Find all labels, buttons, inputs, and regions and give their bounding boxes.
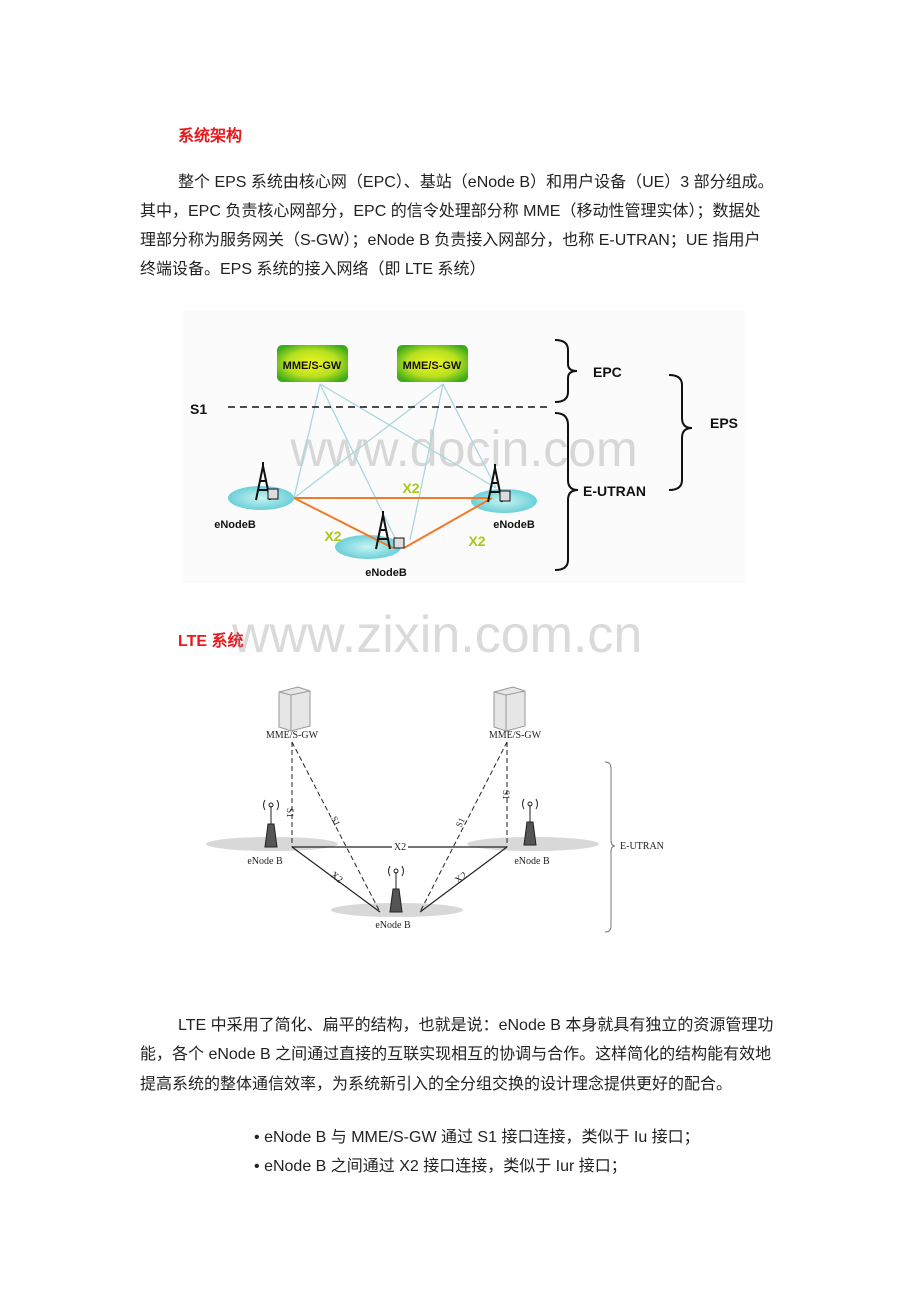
list-item-text: eNode B 之间通过 X2 接口连接，类似于 Iur 接口；: [264, 1158, 627, 1175]
list-item-text: eNode B 与 MME/S-GW 通过 S1 接口连接，类似于 Iu 接口；: [264, 1129, 700, 1146]
tower-icon: [255, 462, 279, 501]
s1-links: [293, 383, 497, 541]
paragraph-line: LTE 中采用了简化、扁平的结构，也就是说：eNode B 本身就具有独立的资源…: [178, 1017, 774, 1034]
paragraph-line: 其中，EPC 负责核心网部分，EPC 的信令处理部分称 MME（移动性管理实体）…: [140, 203, 761, 220]
tower-icon: [487, 464, 511, 503]
mme-sgw-label: MME/S-GW: [403, 360, 462, 372]
antenna-icon: [522, 798, 538, 846]
mme-sgw-box-2: [397, 345, 468, 382]
mme-sgw-label: MME/S-GW: [283, 360, 342, 372]
eps-architecture-diagram: www.docin.com S1 MME/S-GW MME/S-GW eNode…: [183, 310, 745, 583]
epc-brace: [554, 339, 578, 403]
bullet-icon: •: [254, 1158, 260, 1175]
s1-label: S1: [285, 808, 295, 818]
enodeb-label: eNode B: [514, 856, 550, 867]
x2-label-bg: [392, 841, 408, 851]
server-icon: [493, 686, 526, 732]
x2-label: X2: [394, 842, 406, 853]
x2-links: [293, 497, 493, 549]
mme-sgw-box-1: [277, 345, 348, 382]
enodeb-label: eNode B: [247, 856, 283, 867]
epc-label: EPC: [593, 364, 622, 380]
enodeb-label: eNodeB: [365, 567, 407, 579]
s1-label: S1: [501, 790, 511, 800]
eutran-brace: [604, 761, 616, 933]
eutran-label: E-UTRAN: [583, 483, 646, 499]
server-icon: [278, 686, 311, 732]
s1-links: [291, 741, 508, 913]
paragraph-line: 终端设备。EPS 系统的接入网络（即 LTE 系统）: [140, 261, 486, 278]
s1-label: S1: [329, 815, 342, 828]
mme-sgw-label: MME/S-GW: [266, 730, 319, 741]
eps-brace: [668, 374, 693, 491]
antenna-icon: [263, 799, 279, 848]
cell-coverage: [335, 535, 401, 559]
eutran-brace: [554, 412, 579, 571]
section-heading-lte: LTE 系统: [178, 633, 244, 650]
enodeb-label: eNode B: [375, 920, 411, 931]
x2-label: X2: [468, 533, 485, 549]
list-item: • eNode B 与 MME/S-GW 通过 S1 接口连接，类似于 Iu 接…: [254, 1128, 700, 1148]
eps-label: EPS: [710, 415, 738, 431]
paragraph-line: 整个 EPS 系统由核心网（EPC）、基站（eNode B）和用户设备（UE）3…: [178, 174, 774, 191]
list-item: • eNode B 之间通过 X2 接口连接，类似于 Iur 接口；: [254, 1157, 627, 1177]
x2-label: X2: [402, 480, 419, 496]
bullet-icon: •: [254, 1129, 260, 1146]
paragraph-line: 能，各个 eNode B 之间通过直接的互联实现相互的协调与合作。这样简化的结构…: [140, 1046, 772, 1063]
enodeb-label: eNodeB: [493, 519, 535, 531]
antenna-icon: [388, 865, 404, 913]
paragraph-line: 理部分称为服务网关（S-GW）；eNode B 负责接入网部分，也称 E-UTR…: [140, 232, 761, 249]
x2-label: X2: [453, 870, 469, 886]
watermark-docin: www.docin.com: [289, 421, 637, 477]
section-heading-architecture: 系统架构: [178, 128, 243, 145]
tower-icon: [375, 511, 405, 550]
lte-system-diagram: MME/S-GW MME/S-GW S1 S1 S1 S1 X2 X2 X2 e…: [206, 686, 664, 933]
s1-label: S1: [190, 401, 207, 417]
eutran-label: E-UTRAN: [620, 841, 664, 852]
watermark-zixin: www.zixin.com.cn: [232, 606, 643, 664]
paragraph-line: 提高系统的整体通信效率，为系统新引入的全分组交换的设计理念提供更好的配合。: [140, 1076, 733, 1093]
enodeb-label: eNodeB: [214, 519, 256, 531]
mme-sgw-label: MME/S-GW: [489, 730, 542, 741]
s1-label: S1: [454, 816, 467, 829]
x2-label: X2: [324, 528, 341, 544]
